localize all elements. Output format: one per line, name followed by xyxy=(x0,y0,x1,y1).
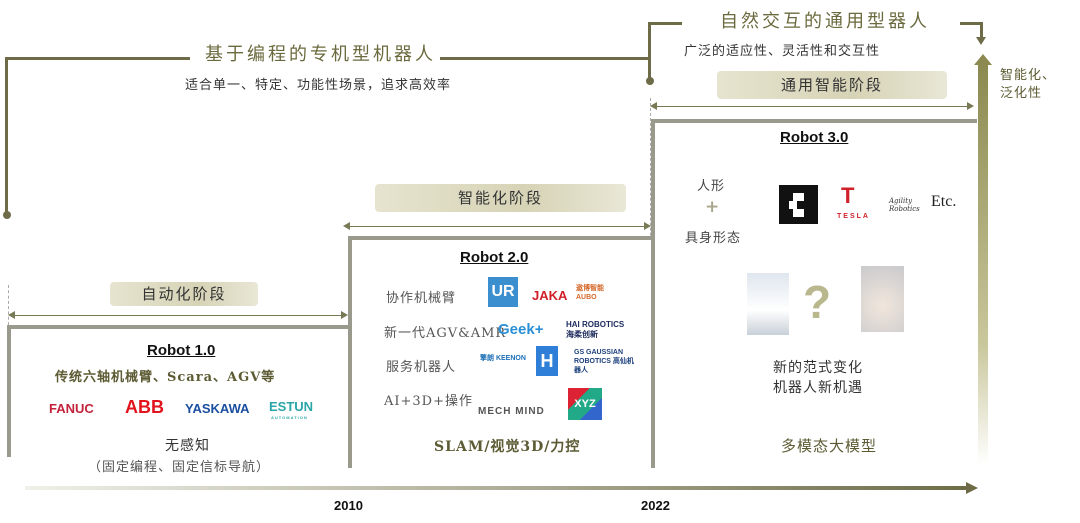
bracket-line xyxy=(980,22,983,38)
programmed-robot-title: 基于编程的专机型机器人 xyxy=(205,44,436,65)
form-humanoid: 人形 xyxy=(697,179,726,194)
robot1-note: （固定编程、固定信标导航） xyxy=(88,460,271,475)
mech-mind-logo: MECH MIND xyxy=(478,406,545,417)
abb-logo: ABB xyxy=(125,397,164,417)
robot1-title: Robot 1.0 xyxy=(147,342,216,359)
robot1-desc: 传统六轴机械臂、Scara、AGV等 xyxy=(55,370,276,385)
form-embodied: 具身形态 xyxy=(685,231,742,246)
bracket-line xyxy=(5,57,190,60)
perception-label: 无感知 xyxy=(165,438,210,454)
robot3-title: Robot 3.0 xyxy=(780,129,849,146)
keenon-logo: 擎朗 KEENON xyxy=(480,355,526,362)
divider xyxy=(8,285,9,325)
general-robot-subtitle: 广泛的适应性、灵活性和交互性 xyxy=(684,44,881,59)
aubo-logo: 遨博智能 AUBO xyxy=(576,285,604,301)
stage-automation: 自动化阶段 xyxy=(110,282,258,306)
arrow-up-icon xyxy=(974,54,992,65)
geekplus-logo: Geek+ xyxy=(498,321,544,338)
robot2-panel: Robot 2.0 协作机械臂 UR JAKA 遨博智能 AUBO 新一代AGV… xyxy=(348,236,651,468)
xyz-logo: XYZ xyxy=(568,388,602,420)
ur-logo: UR xyxy=(488,277,518,307)
programmed-robot-subtitle: 适合单一、特定、功能性场景，追求高效率 xyxy=(185,78,452,93)
bracket-line xyxy=(648,23,651,80)
stage-span-arrow xyxy=(650,102,974,110)
bracket-line xyxy=(960,22,983,25)
tesla-logo-icon: T xyxy=(841,183,855,208)
arrow-right-icon xyxy=(966,482,978,494)
bracket-line xyxy=(648,22,682,25)
robot2-title: Robot 2.0 xyxy=(460,249,529,266)
stage-intelligence: 智能化阶段 xyxy=(375,184,626,212)
estun-logo: ESTUN xyxy=(269,399,314,414)
humanoid-robot-image xyxy=(747,273,789,335)
bracket-dot xyxy=(646,77,654,85)
year-label: 2010 xyxy=(334,498,363,513)
bracket-line xyxy=(5,57,8,215)
fanuc-logo: FANUC xyxy=(49,401,94,416)
tesla-logo: TESLA xyxy=(837,213,870,220)
row-label: AI+3D+操作 xyxy=(384,394,474,409)
h-logo: H xyxy=(536,346,558,376)
side-label: 智能化、 xyxy=(1000,68,1057,83)
plus-icon: + xyxy=(705,197,721,217)
side-label: 泛化性 xyxy=(1000,86,1043,101)
bracket-line xyxy=(440,57,651,60)
question-mark: ? xyxy=(803,276,832,328)
arrow-down-icon xyxy=(976,37,986,50)
robot1-panel: Robot 1.0 传统六轴机械臂、Scara、AGV等 FANUC ABB Y… xyxy=(7,325,351,457)
stage-general-intelligence: 通用智能阶段 xyxy=(717,71,947,99)
stage-span-arrow xyxy=(343,222,651,230)
jaka-logo: JAKA xyxy=(532,288,568,303)
stage-span-arrow xyxy=(8,311,348,319)
robot3-tech: 多模态大模型 xyxy=(781,437,878,455)
row-label: 新一代AGV&AMR xyxy=(384,326,507,341)
robot2-tech: SLAM/视觉3D/力控 xyxy=(434,439,581,455)
intelligence-axis-arrow xyxy=(978,65,988,465)
figure-logo xyxy=(779,185,818,224)
robot3-panel: Robot 3.0 人形 + 具身形态 T TESLA Agility Robo… xyxy=(651,119,977,468)
humanoid-robot-image xyxy=(861,266,904,332)
hai-robotics-logo: HAI ROBOTICS 海柔创新 xyxy=(566,320,625,339)
agility-logo: Agility Robotics xyxy=(889,197,920,213)
year-label: 2022 xyxy=(641,498,670,513)
general-robot-title: 自然交互的通用型器人 xyxy=(720,11,930,32)
estun-logo-sub: AUTOMATION xyxy=(271,415,308,420)
bracket-dot xyxy=(3,211,11,219)
paradigm-text: 新的范式变化 xyxy=(773,360,863,376)
timeline-axis xyxy=(25,486,970,490)
row-label: 协作机械臂 xyxy=(386,291,457,306)
etc-label: Etc. xyxy=(931,193,957,210)
gaussian-logo: GS GAUSSIAN ROBOTICS 高仙机器人 xyxy=(574,349,634,374)
opportunity-text: 机器人新机遇 xyxy=(773,380,863,396)
yaskawa-logo: YASKAWA xyxy=(185,401,250,416)
row-label: 服务机器人 xyxy=(386,360,457,375)
